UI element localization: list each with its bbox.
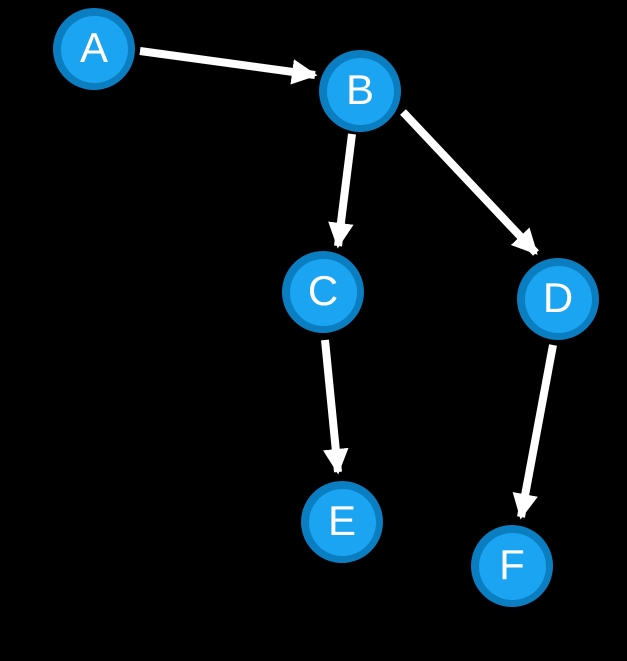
edge-B-C <box>328 133 356 249</box>
node-E-body: E <box>308 488 376 556</box>
node-B-body: B <box>326 57 394 125</box>
node-D-label: D <box>542 274 574 321</box>
edge-A-B <box>139 47 318 85</box>
node-E[interactable]: E <box>301 481 383 563</box>
node-B[interactable]: B <box>319 50 401 132</box>
node-C-label: C <box>307 267 339 314</box>
node-A-label: A <box>79 24 108 71</box>
node-E-label: E <box>327 497 356 544</box>
node-C[interactable]: C <box>282 251 364 333</box>
node-D-body: D <box>524 265 592 333</box>
node-F-label: F <box>499 541 525 588</box>
node-F-body: F <box>478 532 546 600</box>
node-F[interactable]: F <box>471 525 553 607</box>
node-B-label: B <box>345 66 374 113</box>
edge-B-D <box>400 109 539 256</box>
node-C-body: C <box>289 258 357 326</box>
node-A-body: A <box>60 15 128 83</box>
node-A[interactable]: A <box>53 8 135 90</box>
edge-C-E <box>321 339 349 475</box>
node-D[interactable]: D <box>517 258 599 340</box>
edge-D-F <box>512 344 557 520</box>
